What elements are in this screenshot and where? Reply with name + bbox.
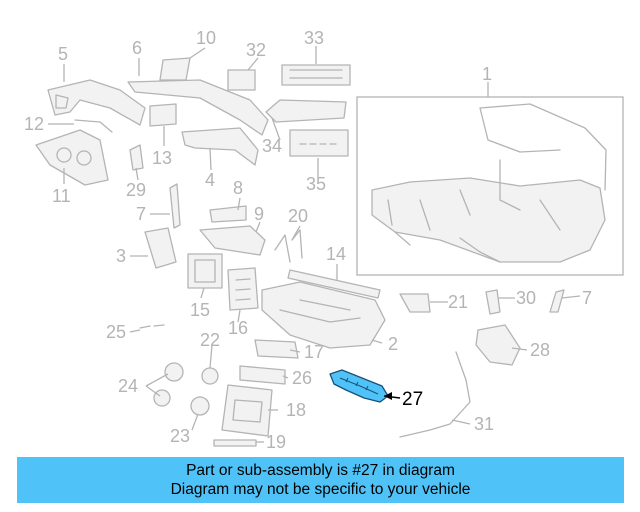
callout-28: 28 — [530, 340, 550, 360]
callout-5: 5 — [58, 44, 68, 64]
part-18-bezel — [221, 384, 273, 437]
part-27-highlighted[interactable] — [329, 369, 389, 403]
part-26-panel — [239, 365, 286, 385]
callout-18: 18 — [286, 400, 306, 420]
part-7-strip-right — [549, 289, 565, 313]
callout-1: 1 — [482, 64, 492, 84]
callout-7-right: 7 — [582, 288, 592, 308]
part-28-console-trim — [475, 324, 521, 366]
part-33-vent — [281, 64, 351, 86]
callout-22: 22 — [200, 330, 220, 350]
part-2-lower-dash — [261, 281, 386, 349]
part-20-brackets — [274, 229, 303, 263]
part-7-strip-left — [169, 183, 181, 229]
callout-15: 15 — [190, 300, 210, 320]
part-29-bracket — [129, 144, 144, 171]
callout-11: 11 — [52, 186, 71, 206]
part-34-cover — [265, 99, 347, 123]
callout-25: 25 — [106, 322, 126, 342]
part-35-panel — [289, 129, 349, 157]
part-5-pad — [47, 79, 146, 126]
banner-line-1: Part or sub-assembly is #27 in diagram — [186, 462, 455, 479]
banner-line-2: Diagram may not be specific to your vehi… — [170, 481, 471, 498]
callout-13: 13 — [152, 148, 172, 168]
part-17-pocket — [254, 339, 299, 359]
callout-34: 34 — [262, 136, 282, 156]
callout-19: 19 — [266, 432, 286, 452]
callout-7-left: 7 — [136, 204, 146, 224]
part-24-knobs — [153, 362, 184, 407]
callout-8: 8 — [233, 178, 243, 198]
part-25-clips — [139, 324, 165, 329]
callout-35: 35 — [306, 174, 326, 194]
callout-6: 6 — [132, 38, 142, 58]
info-banner: Part or sub-assembly is #27 in diagram D… — [17, 457, 624, 503]
callout-26: 26 — [292, 368, 312, 388]
callout-21: 21 — [448, 292, 468, 312]
part-30-knob — [485, 289, 501, 315]
part-1-dash-frame — [371, 103, 607, 263]
leader-lines — [48, 46, 581, 443]
callout-29: 29 — [126, 180, 146, 200]
callout-27-highlighted[interactable]: 27 — [402, 389, 423, 410]
callout-23: 23 — [170, 426, 190, 446]
callout-2: 2 — [388, 334, 398, 354]
part-19-strip — [213, 439, 257, 447]
part-1-inset-frame — [356, 96, 624, 276]
callout-31: 31 — [474, 414, 494, 434]
callout-16: 16 — [228, 318, 248, 338]
callout-10: 10 — [196, 28, 216, 48]
parts-diagram: 1 2 3 4 5 6 7 7 8 9 10 11 12 13 14 15 16… — [24, 28, 624, 452]
callout-9: 9 — [254, 204, 264, 224]
part-16-vent — [227, 267, 259, 311]
callout-3: 3 — [116, 246, 126, 266]
callout-17: 17 — [304, 342, 324, 362]
part-32-vent — [227, 69, 256, 91]
callout-14: 14 — [326, 244, 346, 264]
callout-32: 32 — [246, 40, 266, 60]
callout-4: 4 — [205, 170, 215, 190]
part-8-bracket — [209, 205, 247, 223]
part-14-rail — [287, 269, 381, 299]
part-6-trim-strip — [127, 79, 269, 136]
callout-24: 24 — [118, 376, 138, 396]
part-22-knob — [201, 367, 219, 385]
part-3-panel — [144, 227, 177, 269]
callout-33: 33 — [304, 28, 324, 48]
part-31-cable — [399, 351, 471, 438]
callout-30: 30 — [516, 288, 536, 308]
part-12-strip — [74, 119, 113, 133]
part-10-panel — [159, 57, 191, 81]
part-23-knob — [190, 396, 210, 416]
callout-20: 20 — [288, 206, 308, 226]
part-13-panel — [149, 103, 177, 127]
part-11-cluster — [35, 129, 109, 186]
part-15-frame — [187, 253, 223, 289]
callout-12: 12 — [24, 114, 44, 134]
part-4-vent — [181, 127, 259, 166]
part-21-bracket — [399, 293, 431, 313]
part-9-panel — [199, 225, 266, 256]
